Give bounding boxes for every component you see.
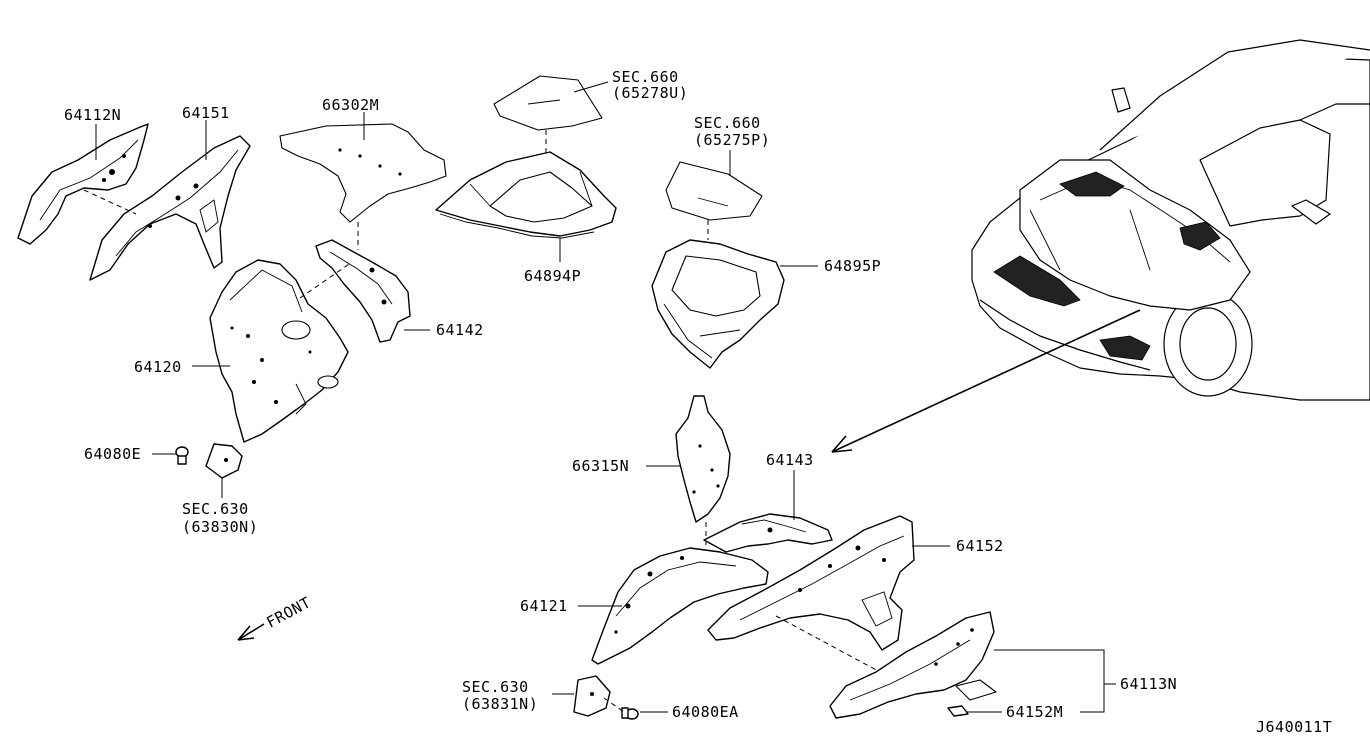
label-64142: 64142: [436, 321, 484, 339]
label-64112N: 64112N: [64, 106, 121, 124]
leader-sec660-a: [573, 81, 609, 93]
part-sec660-panel-b[interactable]: [665, 161, 763, 221]
part-64121-outline[interactable]: [591, 547, 769, 665]
label-64894P: 64894P: [524, 267, 581, 285]
label-sec630-a: SEC.630: [182, 500, 249, 518]
label-sec660-a-ref: (65278U): [612, 84, 688, 102]
label-sec660-a: SEC.660: [612, 68, 679, 86]
pointer-arrow: [831, 309, 1141, 453]
leader-64113N: [994, 649, 1116, 713]
label-64120: 64120: [134, 358, 182, 376]
part-64143-outline[interactable]: [703, 513, 833, 553]
label-64121: 64121: [520, 597, 568, 615]
part-sec630-bracket-b[interactable]: [573, 675, 611, 717]
vehicle-illustration: [971, 39, 1370, 401]
diagram-id: J640011T: [1256, 718, 1332, 736]
part-64112N-outline[interactable]: [17, 123, 149, 245]
label-64080EA: 64080EA: [672, 703, 739, 721]
label-64152M: 64152M: [1006, 703, 1063, 721]
part-sec660-panel-a[interactable]: [493, 75, 603, 131]
assembly-line-64112N-64151: [83, 189, 137, 215]
part-66302M-outline[interactable]: [279, 123, 447, 223]
label-sec660-b-ref: (65275P): [694, 131, 770, 149]
label-sec630-b: SEC.630: [462, 678, 529, 696]
label-sec630-b-ref: (63831N): [462, 695, 538, 713]
part-64152-outline[interactable]: [707, 515, 915, 651]
part-64120-outline[interactable]: [209, 259, 349, 443]
part-sec630-bracket[interactable]: [205, 443, 243, 479]
assembly-line-64080EA: [603, 697, 625, 713]
label-front: FRONT: [263, 593, 314, 631]
label-64151: 64151: [182, 104, 230, 122]
label-66302M: 66302M: [322, 96, 379, 114]
label-sec660-b: SEC.660: [694, 114, 761, 132]
part-64080EA-bolt[interactable]: [621, 707, 639, 720]
part-64113N-outline[interactable]: [829, 611, 997, 719]
part-64152M-bolt[interactable]: [947, 705, 969, 717]
label-64080E: 64080E: [84, 445, 141, 463]
label-64143: 64143: [766, 451, 814, 469]
part-64894P-outline[interactable]: [435, 151, 617, 239]
part-66315N-outline[interactable]: [675, 395, 731, 523]
label-sec630-a-ref: (63830N): [182, 518, 258, 536]
part-64895P-outline[interactable]: [651, 239, 785, 369]
label-64895P: 64895P: [824, 257, 881, 275]
part-64080E-bolt[interactable]: [175, 446, 189, 465]
label-64113N: 64113N: [1120, 675, 1177, 693]
part-64151-outline[interactable]: [89, 135, 251, 281]
assembly-line-64120-64142: [299, 261, 353, 299]
pointer-arrow-head: [831, 435, 853, 453]
assembly-line-64152-64113N: [775, 615, 881, 673]
front-arrow-icon: [237, 623, 265, 641]
label-64152: 64152: [956, 537, 1004, 555]
label-66315N: 66315N: [572, 457, 629, 475]
part-64142-outline[interactable]: [315, 239, 411, 343]
